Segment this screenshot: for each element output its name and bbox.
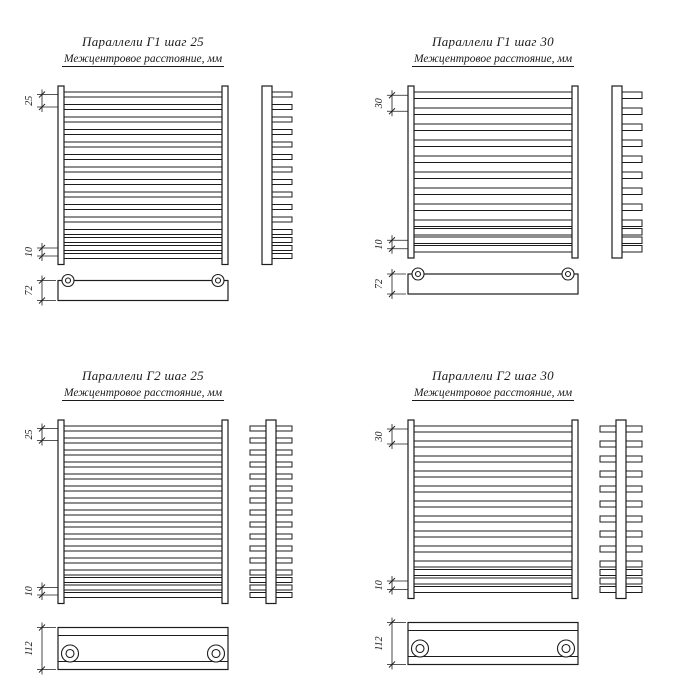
- dimensions: 112 30 10: [374, 424, 408, 670]
- panel-title: Параллели Г2 шаг 30: [432, 368, 554, 383]
- panel-subtitle: Межцентровое расстояние, мм: [10, 53, 276, 67]
- front-view: [57, 419, 229, 605]
- panel-subtitle: Межцентровое расстояние, мм: [360, 387, 626, 401]
- svg-text:72: 72: [24, 286, 35, 296]
- panel-title: Параллели Г1 шаг 30: [432, 34, 554, 49]
- bottom-view: [407, 267, 579, 295]
- front-view: [57, 85, 229, 266]
- panel-parallels-g1-step30: Параллели Г1 шаг 30 Межцентровое расстоя…: [350, 28, 700, 362]
- panel-title: Параллели Г1 шаг 25: [82, 34, 204, 49]
- side-view: [599, 419, 643, 600]
- svg-text:25: 25: [24, 430, 35, 440]
- panel-parallels-g2-step30: Параллели Г2 шаг 30 Межцентровое расстоя…: [350, 362, 700, 696]
- svg-text:10: 10: [374, 580, 385, 590]
- side-view: [249, 419, 293, 605]
- side-view: [261, 85, 293, 266]
- svg-text:10: 10: [24, 586, 35, 596]
- svg-text:10: 10: [24, 247, 35, 257]
- side-view: [611, 85, 643, 259]
- radiator-drawing-g2-30: 112 30 10: [374, 419, 643, 670]
- svg-text:30: 30: [374, 432, 385, 443]
- panel-subtitle: Межцентровое расстояние, мм: [10, 387, 276, 401]
- bottom-view: [57, 273, 229, 302]
- front-view: [407, 85, 579, 259]
- svg-text:10: 10: [374, 240, 385, 250]
- dimensions: 72 25 10: [24, 89, 58, 306]
- subtitle-underlined-text: Межцентровое расстояние, мм: [411, 387, 575, 401]
- panel-parallels-g2-step25: Параллели Г2 шаг 25 Межцентровое расстоя…: [0, 362, 350, 696]
- subtitle-underlined-text: Межцентровое расстояние, мм: [61, 387, 225, 401]
- bottom-view: [57, 626, 229, 671]
- svg-text:72: 72: [374, 279, 385, 289]
- panel-title: Параллели Г2 шаг 25: [82, 368, 204, 383]
- svg-text:112: 112: [24, 641, 35, 655]
- svg-text:112: 112: [374, 636, 385, 650]
- panel-subtitle: Межцентровое расстояние, мм: [360, 53, 626, 67]
- svg-text:30: 30: [374, 98, 385, 109]
- front-view: [407, 419, 579, 600]
- dimensions: 112 25 10: [24, 423, 58, 675]
- radiator-drawing-g1-25: 72 25 10: [24, 85, 293, 306]
- radiator-drawing-g1-30: 72 30 10: [374, 85, 643, 299]
- svg-text:25: 25: [24, 96, 35, 106]
- subtitle-underlined-text: Межцентровое расстояние, мм: [61, 53, 225, 67]
- bottom-view: [407, 621, 579, 666]
- dimensions: 72 30 10: [374, 90, 408, 299]
- radiator-drawing-g2-25: 112 25 10: [24, 419, 293, 675]
- panel-parallels-g1-step25: Параллели Г1 шаг 25 Межцентровое расстоя…: [0, 28, 350, 362]
- subtitle-underlined-text: Межцентровое расстояние, мм: [411, 53, 575, 67]
